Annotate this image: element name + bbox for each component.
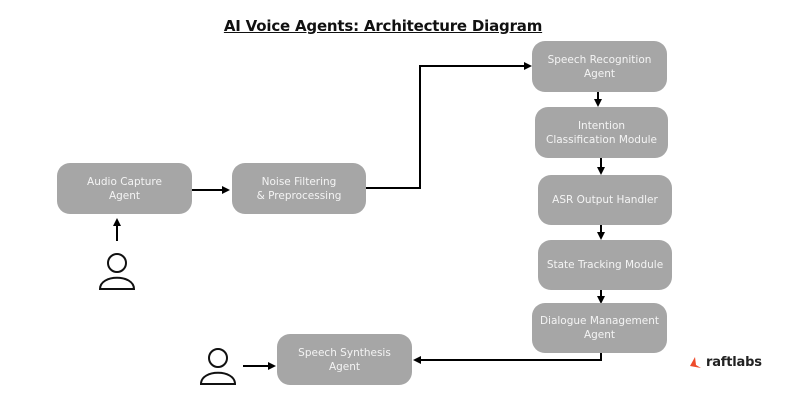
raftlabs-logo: raftlabs — [688, 355, 762, 370]
node-intention-classification: Intention Classification Module — [535, 107, 668, 158]
node-speech-synthesis-agent: Speech Synthesis Agent — [277, 334, 412, 385]
node-noise-filtering: Noise Filtering & Preprocessing — [232, 163, 366, 214]
user-icon-input — [98, 253, 136, 290]
node-asr-output-handler: ASR Output Handler — [538, 175, 672, 225]
logo-text: raftlabs — [706, 355, 762, 370]
node-dialogue-management-agent: Dialogue Management Agent — [532, 303, 667, 353]
edge-dialogue-to-speech-synthesis — [413, 353, 602, 364]
raftlabs-logo-mark-icon — [690, 356, 701, 368]
edge-noise-filtering-to-speech-recognition — [366, 62, 532, 189]
node-speech-recognition-agent: Speech Recognition Agent — [532, 41, 667, 92]
diagram-title: AI Voice Agents: Architecture Diagram — [223, 17, 543, 35]
node-audio-capture-agent: Audio Capture Agent — [57, 163, 192, 214]
user-icon-output — [199, 348, 237, 385]
node-state-tracking-module: State Tracking Module — [538, 240, 672, 290]
